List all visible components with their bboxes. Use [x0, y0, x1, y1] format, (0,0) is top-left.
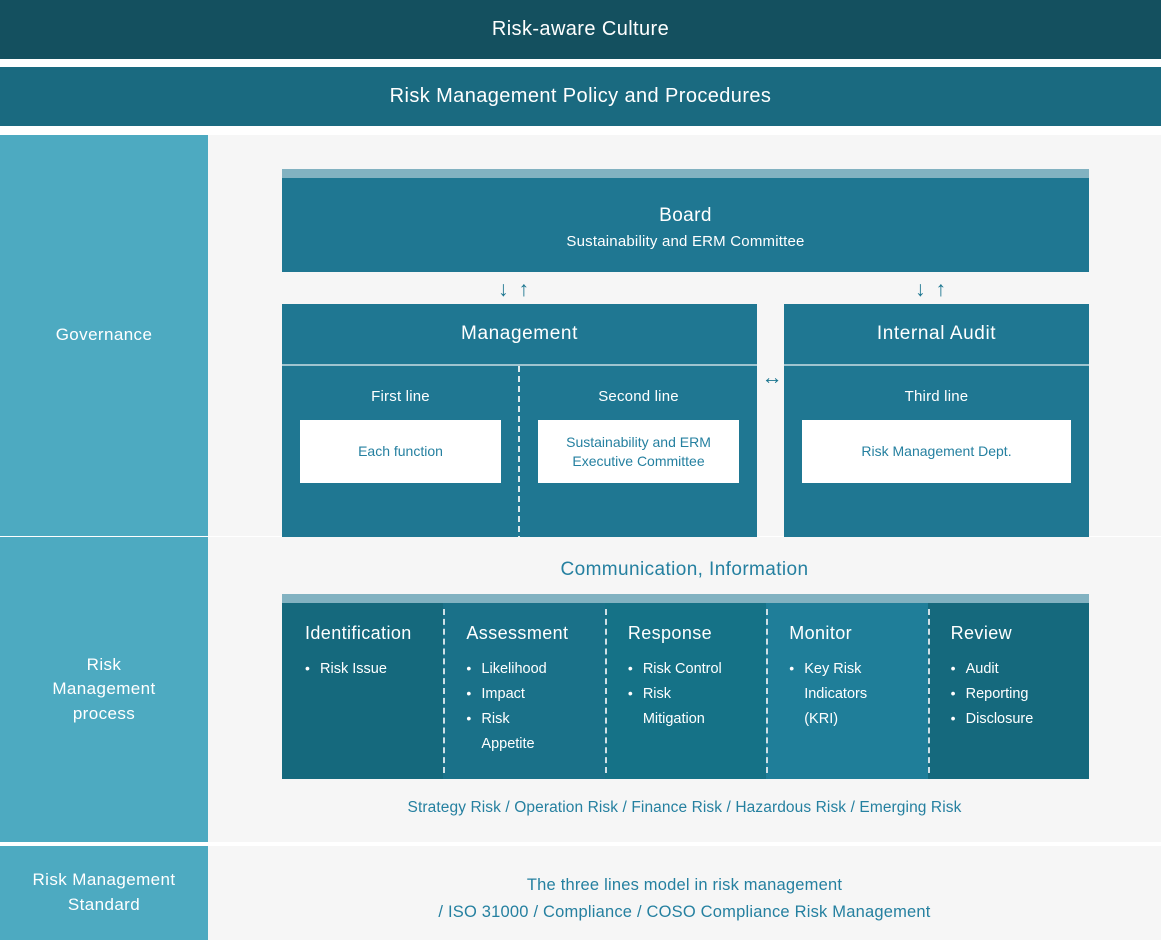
risk-management-policy-band: Risk Management Policy and Procedures — [0, 67, 1161, 126]
board-box: Board Sustainability and ERM Committee — [282, 169, 1089, 272]
process-card-item-list: LikelihoodImpactRisk Appetite — [466, 656, 604, 757]
standard-line-2: / ISO 31000 / Compliance / COSO Complian… — [438, 902, 931, 921]
risk-types-label: Strategy Risk / Operation Risk / Finance… — [407, 799, 962, 816]
arrow-up-icon: ↑ — [518, 278, 530, 301]
standard-content: The three lines model in risk management… — [208, 846, 1161, 940]
arrow-up-icon: ↑ — [935, 278, 947, 301]
risk-aware-culture-band: Risk-aware Culture — [0, 0, 1161, 59]
process-card-item: Reporting — [951, 681, 1047, 707]
process-card-item-list: Risk ControlRisk Mitigation — [628, 656, 766, 732]
third-line-column: Third line Risk Management Dept. — [784, 366, 1089, 652]
communication-information-title: Communication, Information — [560, 559, 809, 580]
first-line-label: First line — [371, 388, 430, 405]
process-card-title: Review — [950, 623, 1013, 643]
process-card-title: Monitor — [789, 623, 853, 643]
process-card-item: Risk Issue — [305, 656, 401, 682]
first-line-card: Each function — [300, 420, 501, 483]
process-card-item-list: AuditReportingDisclosure — [951, 656, 1089, 732]
board-management-arrows: ↓ ↑ — [498, 279, 529, 300]
process-card-item: Likelihood — [466, 656, 562, 682]
process-card-title: Assessment — [466, 623, 569, 643]
process-card-item: Risk Mitigation — [628, 681, 724, 732]
internal-audit-lines: Third line Risk Management Dept. — [784, 366, 1089, 652]
process-card-item-list: Key Risk Indicators (KRI) — [789, 656, 927, 732]
governance-row: Governance Board Sustainability and ERM … — [0, 135, 1161, 654]
board-title: Board — [659, 205, 712, 226]
sidebar-governance-label: Governance — [55, 325, 153, 345]
process-content: Communication, Information Identificatio… — [208, 537, 1161, 842]
standard-text: The three lines model in risk management… — [208, 846, 1161, 925]
board-subtitle: Sustainability and ERM Committee — [566, 233, 805, 250]
process-card-review: ReviewAuditReportingDisclosure — [927, 594, 1090, 779]
board-internal-audit-arrows: ↓ ↑ — [915, 279, 946, 300]
process-card-item: Risk Control — [628, 656, 724, 682]
process-card-title: Identification — [305, 623, 412, 643]
management-lines: First line Each function Second line Sus… — [282, 366, 757, 652]
process-card-item: Audit — [951, 656, 1047, 682]
risk-management-policy-label: Risk Management Policy and Procedures — [389, 85, 772, 107]
second-line-label: Second line — [598, 388, 679, 405]
process-card-item-list: Risk Issue — [305, 656, 443, 682]
process-card-assessment: AssessmentLikelihoodImpactRisk Appetite — [443, 594, 605, 779]
standard-line-1: The three lines model in risk management — [526, 876, 843, 894]
process-card-identification: IdentificationRisk Issue — [282, 594, 444, 779]
process-card-monitor: MonitorKey Risk Indicators (KRI) — [766, 594, 928, 779]
process-card-title: Response — [627, 623, 713, 643]
arrow-down-icon: ↓ — [498, 278, 509, 301]
management-title: Management — [282, 304, 757, 366]
process-card-strip: IdentificationRisk IssueAssessmentLikeli… — [282, 594, 1090, 779]
process-card-item: Risk Appetite — [466, 706, 562, 757]
arrow-down-icon: ↓ — [915, 278, 926, 301]
sidebar-governance: Governance — [0, 135, 208, 536]
process-card-item: Key Risk Indicators (KRI) — [789, 656, 885, 732]
governance-content: Board Sustainability and ERM Committee ↓… — [208, 135, 1161, 654]
third-line-label: Third line — [904, 388, 969, 405]
risk-aware-culture-label: Risk-aware Culture — [491, 18, 670, 40]
management-audit-bidirectional-arrow-icon: ↔ — [761, 366, 783, 389]
internal-audit-title: Internal Audit — [784, 304, 1089, 366]
process-card-item: Disclosure — [951, 706, 1047, 732]
third-line-card: Risk Management Dept. — [802, 420, 1071, 483]
first-line-column: First line Each function — [282, 366, 519, 652]
process-card-response: ResponseRisk ControlRisk Mitigation — [604, 594, 767, 779]
process-card-item: Impact — [466, 681, 562, 707]
